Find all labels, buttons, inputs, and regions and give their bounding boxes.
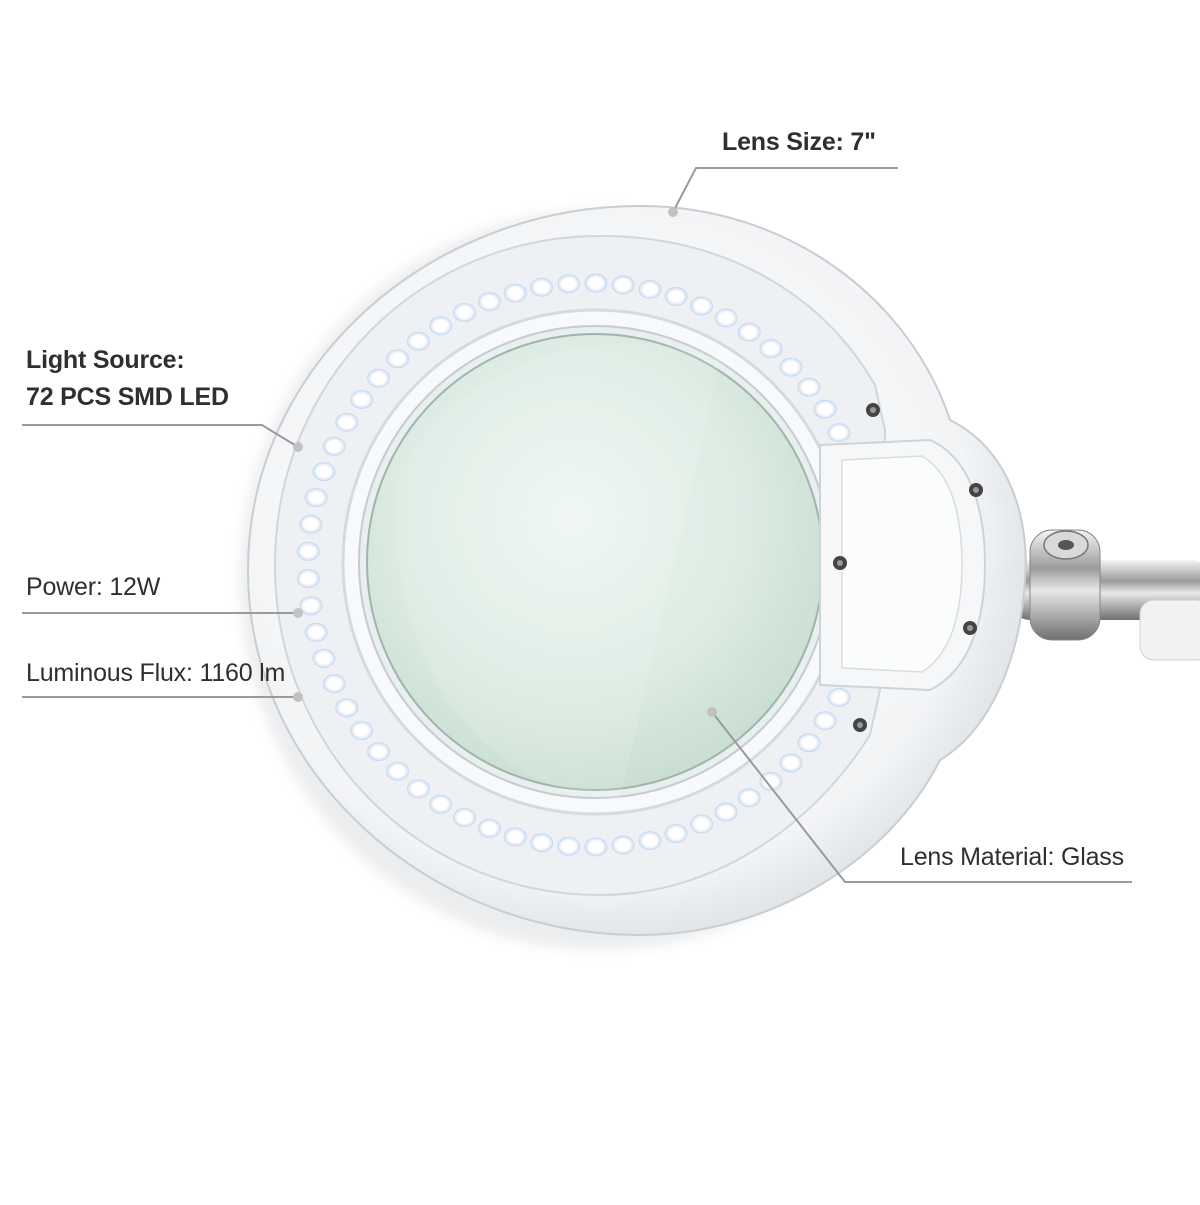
led-dot	[367, 742, 391, 762]
led-dot	[714, 802, 738, 822]
led-dot	[557, 836, 581, 856]
led-dot	[797, 377, 821, 397]
led-dot	[367, 368, 391, 388]
led-dot	[453, 808, 476, 827]
led-dot	[322, 674, 346, 694]
led-dot	[664, 824, 688, 843]
led-dot	[503, 283, 527, 303]
led-dot	[611, 835, 635, 855]
led-dot	[503, 827, 527, 847]
led-dot	[299, 596, 323, 616]
led-dot	[312, 648, 336, 668]
led-dot	[813, 711, 837, 731]
led-dot	[690, 814, 714, 834]
led-dot	[453, 303, 476, 322]
led-dot	[779, 357, 803, 377]
led-dot	[690, 296, 714, 316]
led-dot	[335, 412, 359, 432]
led-dot	[557, 274, 581, 294]
led-dot	[737, 322, 761, 342]
led-dot	[737, 788, 761, 808]
led-dot	[714, 308, 738, 328]
light-source-value: 72 PCS SMD LED	[26, 383, 229, 411]
led-dot	[530, 833, 554, 853]
led-dot	[304, 622, 328, 642]
led-dot	[477, 292, 501, 312]
led-dot	[477, 818, 501, 838]
led-dot	[386, 349, 410, 369]
lens-material-leader	[711, 711, 1132, 883]
leader-lines	[22, 167, 1132, 883]
led-dot	[584, 837, 608, 857]
led-dot	[335, 698, 359, 718]
led-dot	[322, 436, 346, 456]
led-dot	[611, 275, 635, 295]
led-dot	[584, 273, 608, 293]
led-dot	[530, 277, 554, 297]
led-dot	[304, 488, 328, 508]
screws	[833, 403, 983, 732]
led-dot	[797, 733, 821, 753]
led-dot	[312, 462, 336, 482]
led-dot	[406, 779, 430, 799]
led-dot	[350, 721, 374, 740]
led-dot	[638, 279, 662, 299]
led-dot	[429, 316, 453, 336]
led-dot	[827, 423, 851, 443]
led-ring	[296, 273, 851, 857]
led-dot	[296, 569, 320, 589]
led-dot	[638, 831, 662, 851]
led-dot	[299, 514, 323, 534]
led-dot	[350, 390, 374, 409]
led-dot	[296, 541, 320, 561]
led-dot	[827, 687, 851, 707]
lens-material-label: Lens Material: Glass	[900, 843, 1124, 871]
light-source-leader	[22, 424, 299, 448]
led-dot	[664, 287, 688, 306]
led-dot	[406, 331, 430, 351]
led-dot	[429, 794, 453, 814]
led-dot	[779, 753, 803, 773]
led-dot	[759, 771, 783, 791]
control-panel	[819, 438, 987, 692]
led-dot	[386, 761, 410, 781]
led-dot	[813, 399, 837, 419]
lens-size-leader	[672, 167, 898, 213]
luminous-flux-label: Luminous Flux: 1160 lm	[26, 659, 286, 687]
light-source-title: Light Source:	[26, 346, 185, 374]
led-dot	[759, 339, 783, 359]
chrome-arm	[1010, 529, 1200, 661]
power-label: Power: 12W	[26, 573, 161, 601]
lens-size-label: Lens Size: 7"	[722, 128, 876, 156]
